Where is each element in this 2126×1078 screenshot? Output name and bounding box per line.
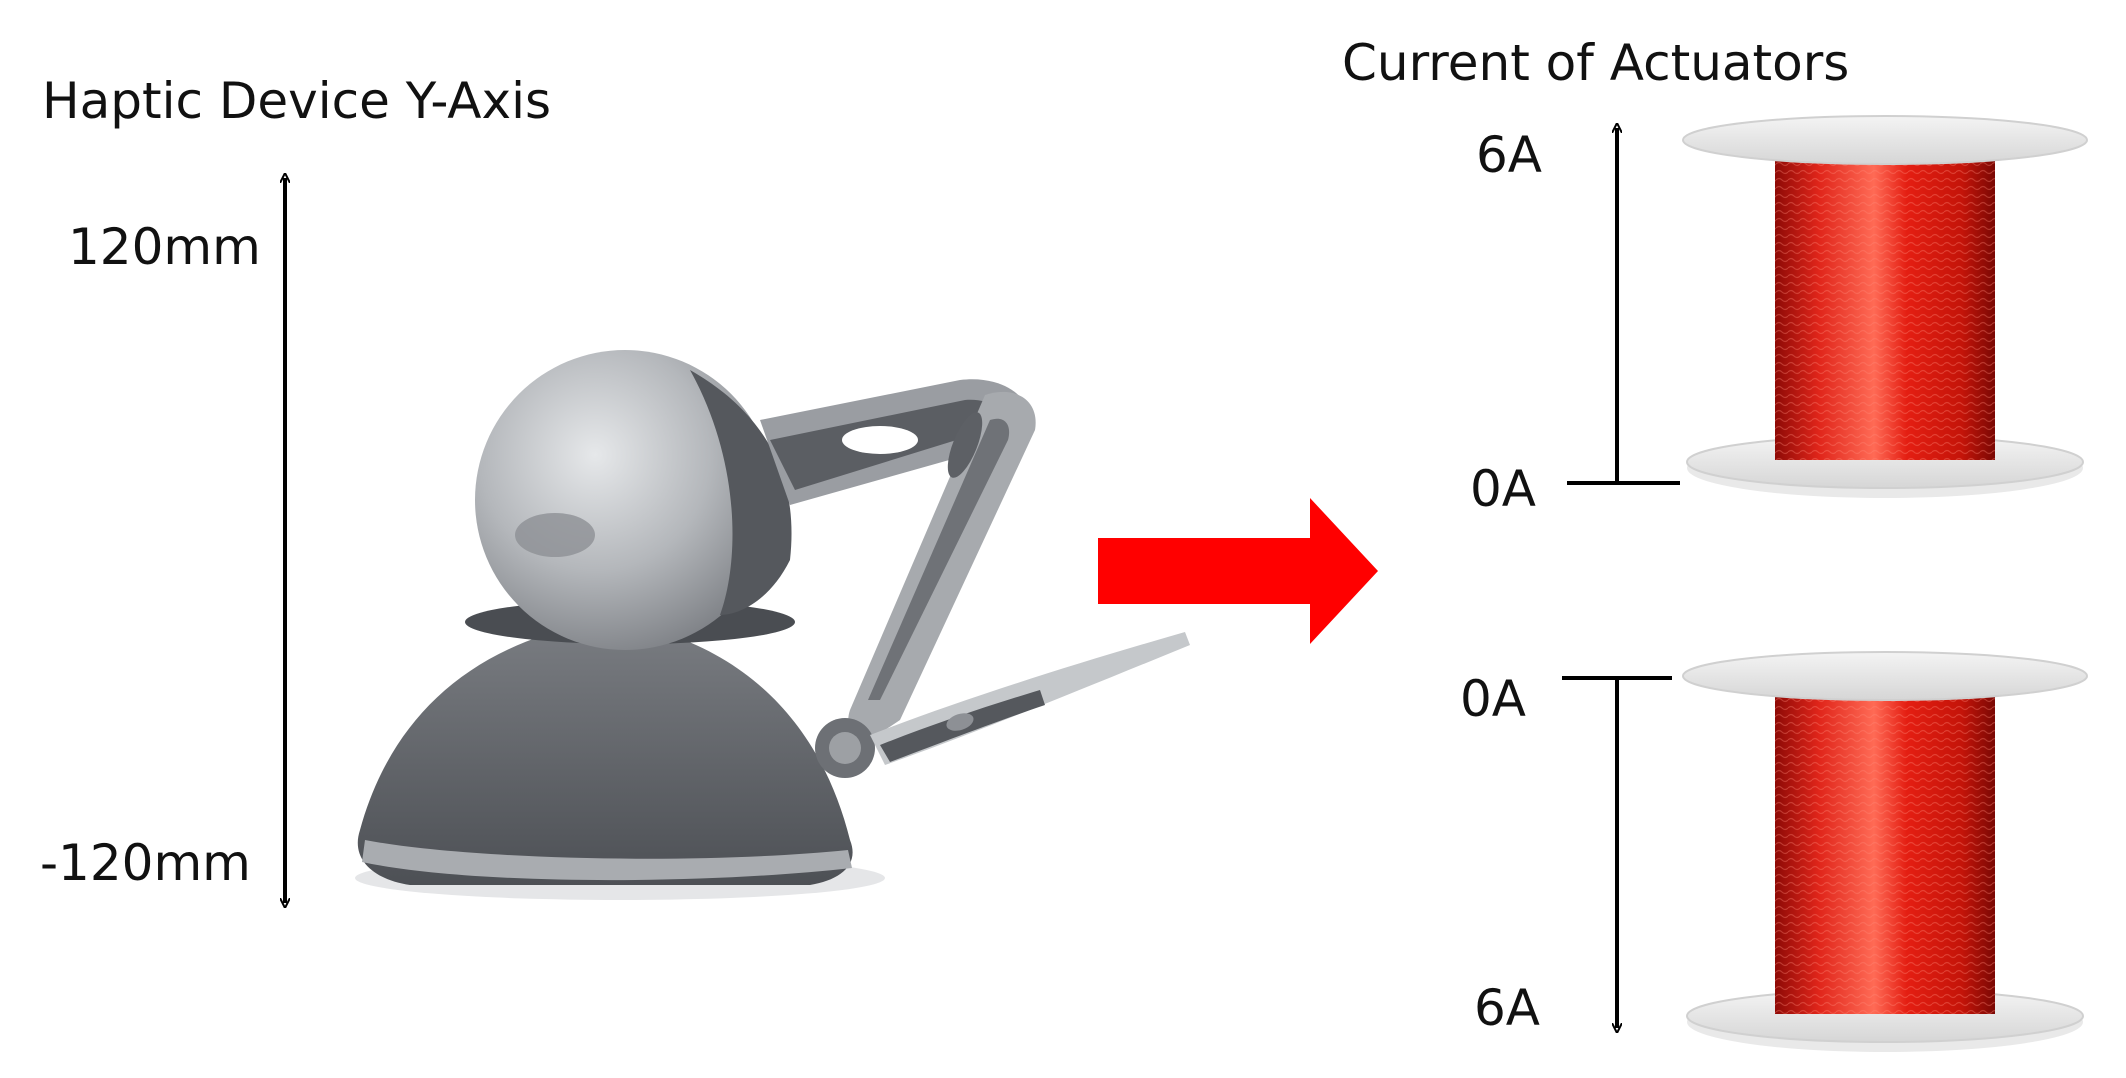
right-panel-title: Current of Actuators <box>1342 34 1850 92</box>
haptic-device-image <box>355 350 1190 900</box>
upper-zero-label: 0A <box>1470 460 1537 518</box>
y-axis-bottom-label: -120mm <box>40 834 251 892</box>
upper-max-label: 6A <box>1476 126 1543 184</box>
left-panel-title: Haptic Device Y-Axis <box>42 72 552 130</box>
wire-spool-image <box>1682 651 2088 1052</box>
lower-zero-label: 0A <box>1460 670 1527 728</box>
y-axis-top-label: 120mm <box>68 218 261 276</box>
lower-current-arrow <box>1562 676 1672 1028</box>
mapping-arrow-icon <box>1098 498 1378 644</box>
lower-max-label: 6A <box>1474 979 1541 1037</box>
upper-current-arrow <box>1567 128 1680 485</box>
wire-spool-image <box>1682 115 2088 498</box>
